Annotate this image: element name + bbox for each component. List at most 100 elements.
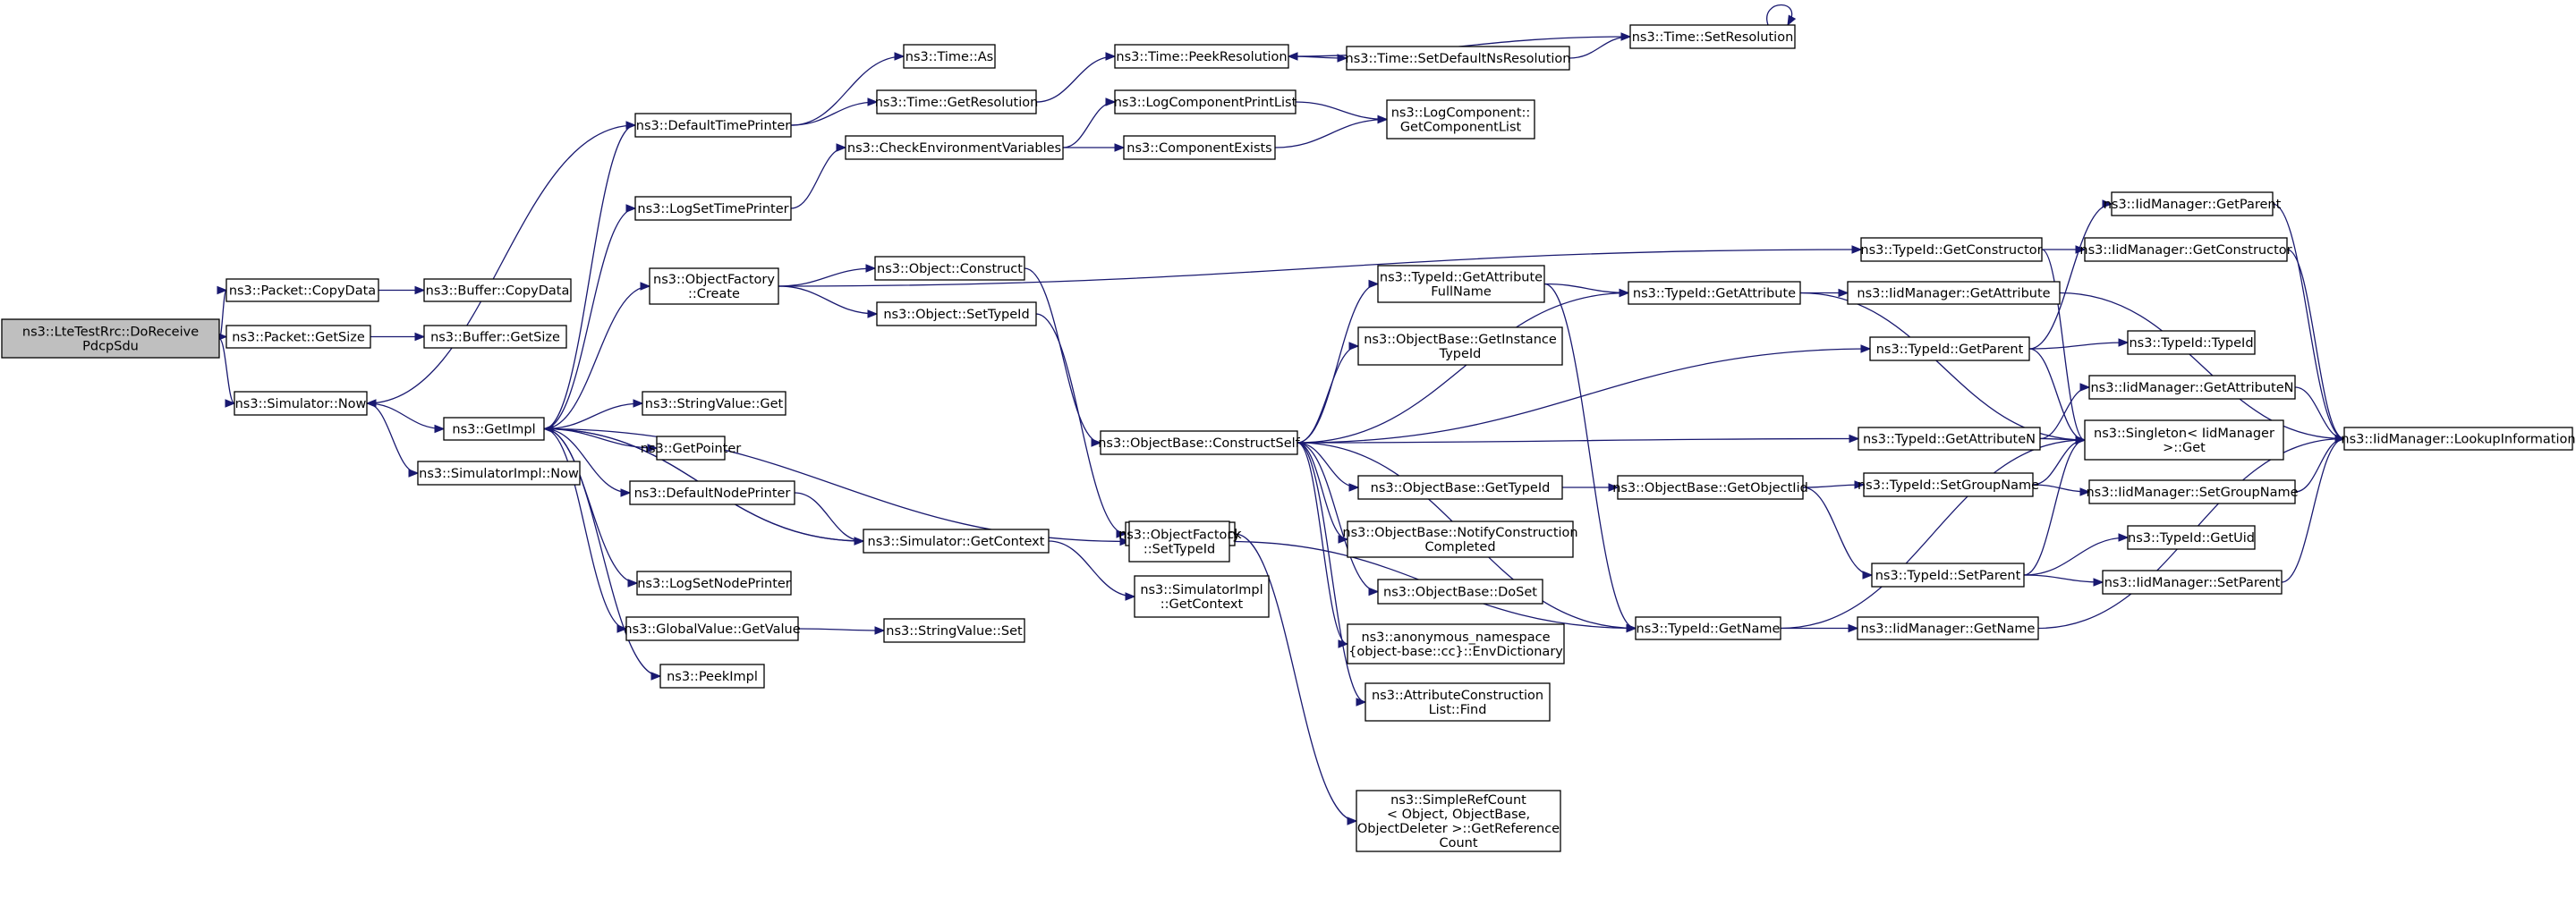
function-node[interactable]: ns3::PeekImpl	[659, 664, 765, 689]
function-node-label: FullName	[1431, 285, 1492, 300]
function-node[interactable]: ns3::Time::As	[903, 44, 996, 69]
edge-n10-n20	[790, 143, 847, 209]
edge-arrowhead	[865, 264, 877, 273]
function-node[interactable]: ns3::TypeId::GetParent	[1869, 336, 2030, 361]
function-node[interactable]: ns3::TypeId::GetName	[1635, 616, 1781, 640]
function-node-box	[883, 618, 1025, 643]
function-node-label: ::SetTypeId	[1143, 543, 1215, 557]
function-node-box	[845, 135, 1064, 160]
function-node-label: ns3::TypeId::GetAttributeN	[1863, 433, 2036, 447]
function-node-label: PdcpSdu	[82, 340, 139, 354]
function-node[interactable]: ns3::TypeId::SetParent	[1871, 563, 2025, 588]
function-node[interactable]: ns3::TypeId::SetGroupName	[1858, 472, 2039, 497]
function-node[interactable]: ns3::Object::Construct	[874, 256, 1025, 281]
function-node[interactable]: ns3::ComponentExists	[1123, 135, 1276, 160]
function-node[interactable]: ns3::IidManager::GetAttributeN	[2088, 375, 2296, 400]
edge-line	[2028, 348, 2086, 441]
function-node[interactable]: ns3::IidManager::GetName	[1857, 616, 2039, 640]
function-node-label: ns3::ComponentExists	[1126, 141, 1272, 156]
function-node[interactable]: ns3::ObjectBase::NotifyConstructionCompl…	[1342, 520, 1578, 558]
function-node[interactable]: ns3::StringValue::Get	[642, 391, 786, 416]
function-node[interactable]: ns3::IidManager::GetAttribute	[1847, 281, 2061, 305]
function-node[interactable]: ns3::LogComponent::GetComponentList	[1386, 99, 1535, 140]
edge-line	[218, 337, 235, 404]
function-node[interactable]: ns3::IidManager::GetParent	[2104, 191, 2282, 216]
function-node[interactable]: ns3::Time::PeekResolution	[1114, 44, 1289, 69]
function-node[interactable]: ns3::ObjectBase::GetTypeId	[1357, 475, 1563, 500]
function-node[interactable]: ns3::Singleton< IidManager >::Get	[2084, 419, 2284, 461]
function-node-box	[2088, 479, 2296, 504]
function-node[interactable]: ns3::IidManager::SetParent	[2102, 570, 2283, 595]
function-node-box	[2127, 330, 2256, 355]
function-node[interactable]: ns3::GetPointer	[641, 436, 742, 461]
function-node[interactable]: ns3::TypeId::GetAttribute	[1628, 281, 1801, 305]
edge-line	[366, 124, 636, 404]
function-node[interactable]: ns3::Buffer::GetSize	[423, 325, 567, 349]
function-node[interactable]: ns3::ObjectFactory::SetTypeId	[1118, 520, 1240, 563]
edge-line	[1799, 292, 2086, 441]
edge-line	[2023, 439, 2086, 576]
function-node-label: ns3::LogSetTimePrinter	[637, 202, 788, 216]
function-node-box	[1377, 265, 1545, 303]
function-node[interactable]: ns3::SimulatorImpl::GetContext	[1134, 575, 1270, 618]
function-node-box	[636, 571, 792, 596]
function-node[interactable]: ns3::StringValue::Set	[883, 618, 1025, 643]
function-node[interactable]: ns3::Time::SetDefaultNsResolution	[1346, 46, 1571, 71]
edge-n47-n54	[2028, 199, 2113, 350]
function-node-label: Count	[1439, 836, 1477, 851]
function-node-label: ns3::Object::Construct	[877, 262, 1023, 276]
function-node-box	[1386, 99, 1535, 140]
function-node[interactable]: ns3::SimulatorImpl::Now	[417, 461, 581, 486]
function-node[interactable]: ns3::TypeId::GetConstructor	[1860, 237, 2043, 262]
edge-line	[543, 427, 638, 584]
function-node[interactable]: ns3::Buffer::CopyData	[423, 278, 572, 302]
function-node[interactable]: ns3::Packet::CopyData	[225, 278, 379, 302]
function-node[interactable]: ns3::CheckEnvironmentVariables	[845, 135, 1064, 160]
function-node[interactable]: ns3::TypeId::TypeId	[2127, 330, 2256, 355]
function-node-box	[423, 278, 572, 302]
function-node[interactable]: ns3::ObjectBase::GetObjectIid	[1612, 475, 1808, 500]
function-node[interactable]: ns3::Time::GetResolution	[875, 89, 1039, 114]
function-node-box	[1635, 616, 1781, 640]
function-node-label: ns3::IidManager::LookupInformation	[2341, 433, 2575, 447]
function-node[interactable]: ns3::Object::SetTypeId	[876, 301, 1037, 326]
function-node-box	[903, 44, 996, 69]
function-node[interactable]: ns3::ObjectBase::DoSet	[1377, 579, 1543, 605]
function-node[interactable]: ns3::DefaultNodePrinter	[629, 480, 795, 505]
function-node[interactable]: ns3::LogSetNodePrinter	[636, 571, 792, 596]
edge-line	[543, 402, 643, 430]
edge-line	[366, 402, 445, 430]
function-node[interactable]: ns3::Simulator::Now	[234, 391, 368, 416]
function-node[interactable]: ns3::Simulator::GetContext	[863, 529, 1050, 554]
function-node[interactable]: ns3::ObjectFactory::Create	[649, 267, 779, 305]
function-node[interactable]: ns3::TypeId::GetAttributeN	[1858, 427, 2041, 451]
function-node[interactable]: ns3::IidManager::GetConstructor	[2079, 237, 2292, 262]
function-node[interactable]: ns3::anonymous_namespace{object-base::cc…	[1347, 623, 1565, 664]
function-node[interactable]: ns3::Time::SetResolution	[1629, 24, 1796, 49]
function-node-label: ns3::StringValue::Get	[645, 397, 784, 411]
edge-n43-n57	[1799, 292, 2087, 444]
edge-arrowhead	[1114, 143, 1126, 152]
function-node[interactable]: ns3::IidManager::SetGroupName	[2086, 479, 2299, 504]
function-node[interactable]: ns3::GlobalValue::GetValue	[624, 616, 801, 641]
edge-n9-n4	[365, 124, 636, 408]
function-node[interactable]: ns3::SimpleRefCount< Object, ObjectBase,…	[1356, 790, 1561, 852]
edge-line	[1297, 345, 1359, 444]
function-node[interactable]: ns3::TypeId::GetUid	[2127, 525, 2256, 550]
function-node[interactable]: ns3::DefaultTimePrinter	[634, 113, 792, 138]
function-node-label: ns3::ObjectBase::GetTypeId	[1371, 481, 1551, 495]
function-node[interactable]: ns3::LogComponentPrintList	[1114, 89, 1297, 114]
function-node[interactable]: ns3::IidManager::LookupInformation	[2341, 427, 2576, 451]
function-node-label: ns3::PeekImpl	[667, 670, 758, 684]
edge-arrowhead	[414, 285, 426, 295]
edge-line	[543, 427, 661, 677]
function-node[interactable]: ns3::ObjectBase::ConstructSelf	[1098, 430, 1301, 455]
function-node[interactable]: ns3::GetImpl	[443, 417, 545, 441]
function-node-label: ns3::ObjectFactory	[653, 273, 775, 287]
function-node[interactable]: ns3::LogSetTimePrinter	[634, 196, 792, 221]
function-node[interactable]: ns3::Packet::GetSize	[225, 325, 371, 349]
